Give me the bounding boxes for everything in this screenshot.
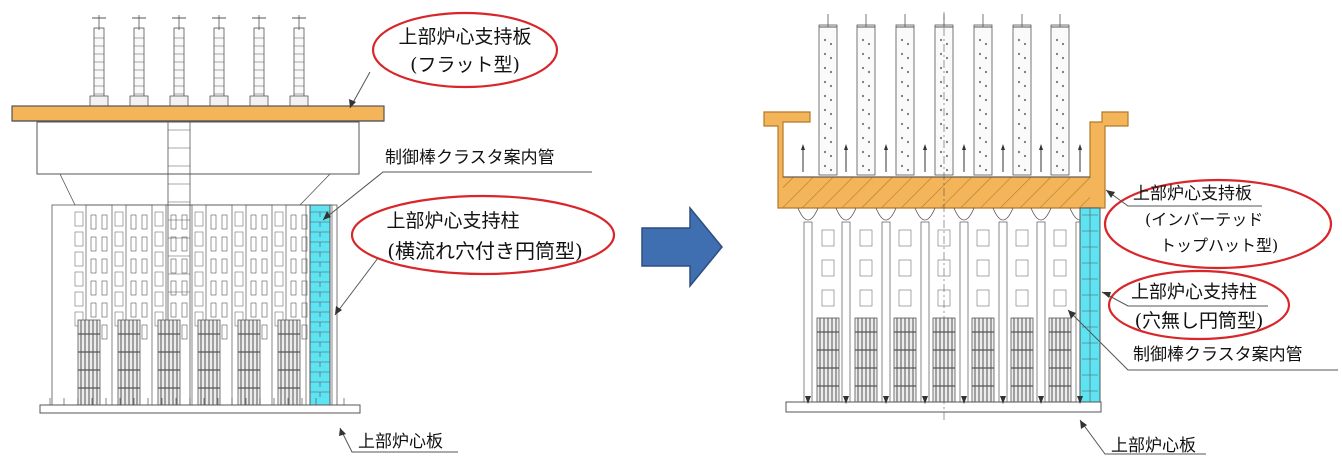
callout-ellipse (350, 194, 616, 276)
label-guide-tube-right: 制御棒クラスタ案内管 (1133, 345, 1303, 365)
upper-core-plate-left (39, 404, 361, 414)
callout-ellipse (1103, 178, 1333, 270)
label-upper-support-plate-right-type2: トップハット型) (1160, 236, 1278, 255)
support-column-highlight (309, 204, 331, 409)
leader-line (1067, 309, 1338, 371)
label-upper-support-plate-right: 上部炉心支持板 (1133, 184, 1252, 204)
guide-tube (1030, 207, 1052, 405)
label-support-column-right-type: (穴無し円筒型) (1135, 310, 1264, 332)
right-upper-internals-drawing (763, 12, 1129, 420)
drive-tube (895, 14, 915, 176)
callout-ellipse (371, 11, 559, 89)
upper-support-plate-top-hat (763, 111, 1129, 209)
left-upper-internals-drawing (11, 15, 385, 414)
leader-arrowhead (1102, 292, 1111, 298)
label-upper-support-plate-left: 上部炉心支持板 (398, 26, 531, 48)
label-upper-core-plate-left: 上部炉心板 (358, 432, 443, 452)
drive-tube (818, 14, 838, 176)
label-support-column-right: 上部炉心支持柱 (1131, 282, 1257, 303)
upper-support-plate-flat (11, 105, 385, 122)
guide-tube (797, 207, 819, 405)
guide-tube (953, 207, 975, 405)
label-upper-support-plate-left-type: (フラット型) (410, 54, 520, 76)
callout-ellipse (1107, 269, 1291, 341)
drive-tube (249, 15, 269, 107)
leader-line (1101, 291, 1268, 307)
label-support-column-left-type: (横流れ穴付き円筒型) (387, 239, 583, 263)
drive-tube (89, 15, 109, 107)
drive-tube (289, 15, 309, 107)
leader-arrowhead (349, 99, 356, 108)
leader-line (1105, 189, 1262, 207)
leader-arrowhead (1068, 310, 1076, 319)
drive-tube (1050, 14, 1070, 176)
guide-tube (992, 207, 1014, 405)
label-guide-tube-left: 制御棒クラスタ案内管 (385, 148, 555, 168)
drive-tube (209, 15, 229, 107)
drive-tube (973, 14, 993, 176)
drive-tube (856, 14, 876, 176)
label-upper-core-plate-right: 上部炉心板 (1111, 436, 1196, 456)
guide-tube (205, 204, 233, 406)
drive-tube (169, 15, 189, 107)
leader-arrowhead (1106, 190, 1115, 198)
label-support-column-left: 上部炉心支持柱 (386, 210, 519, 232)
leader-arrowhead (335, 306, 342, 315)
support-column-highlight (1079, 207, 1101, 409)
label-upper-support-plate-right-type1: (インバーテッド (1145, 210, 1263, 229)
drive-tube (1012, 14, 1032, 176)
guide-tube (914, 207, 936, 405)
drive-tube (129, 15, 149, 107)
leader-arrowhead (323, 211, 331, 220)
support-plate-box (36, 121, 360, 175)
leader-line (334, 257, 379, 316)
leader-arrowhead (339, 428, 346, 436)
leader-line (339, 427, 458, 453)
leader-arrowhead (1080, 420, 1087, 429)
upper-core-plate-right (785, 401, 1102, 413)
leader-line (1079, 419, 1206, 455)
transition-arrow-icon (641, 205, 723, 289)
leader-line (322, 171, 592, 221)
guide-tube (875, 207, 897, 405)
